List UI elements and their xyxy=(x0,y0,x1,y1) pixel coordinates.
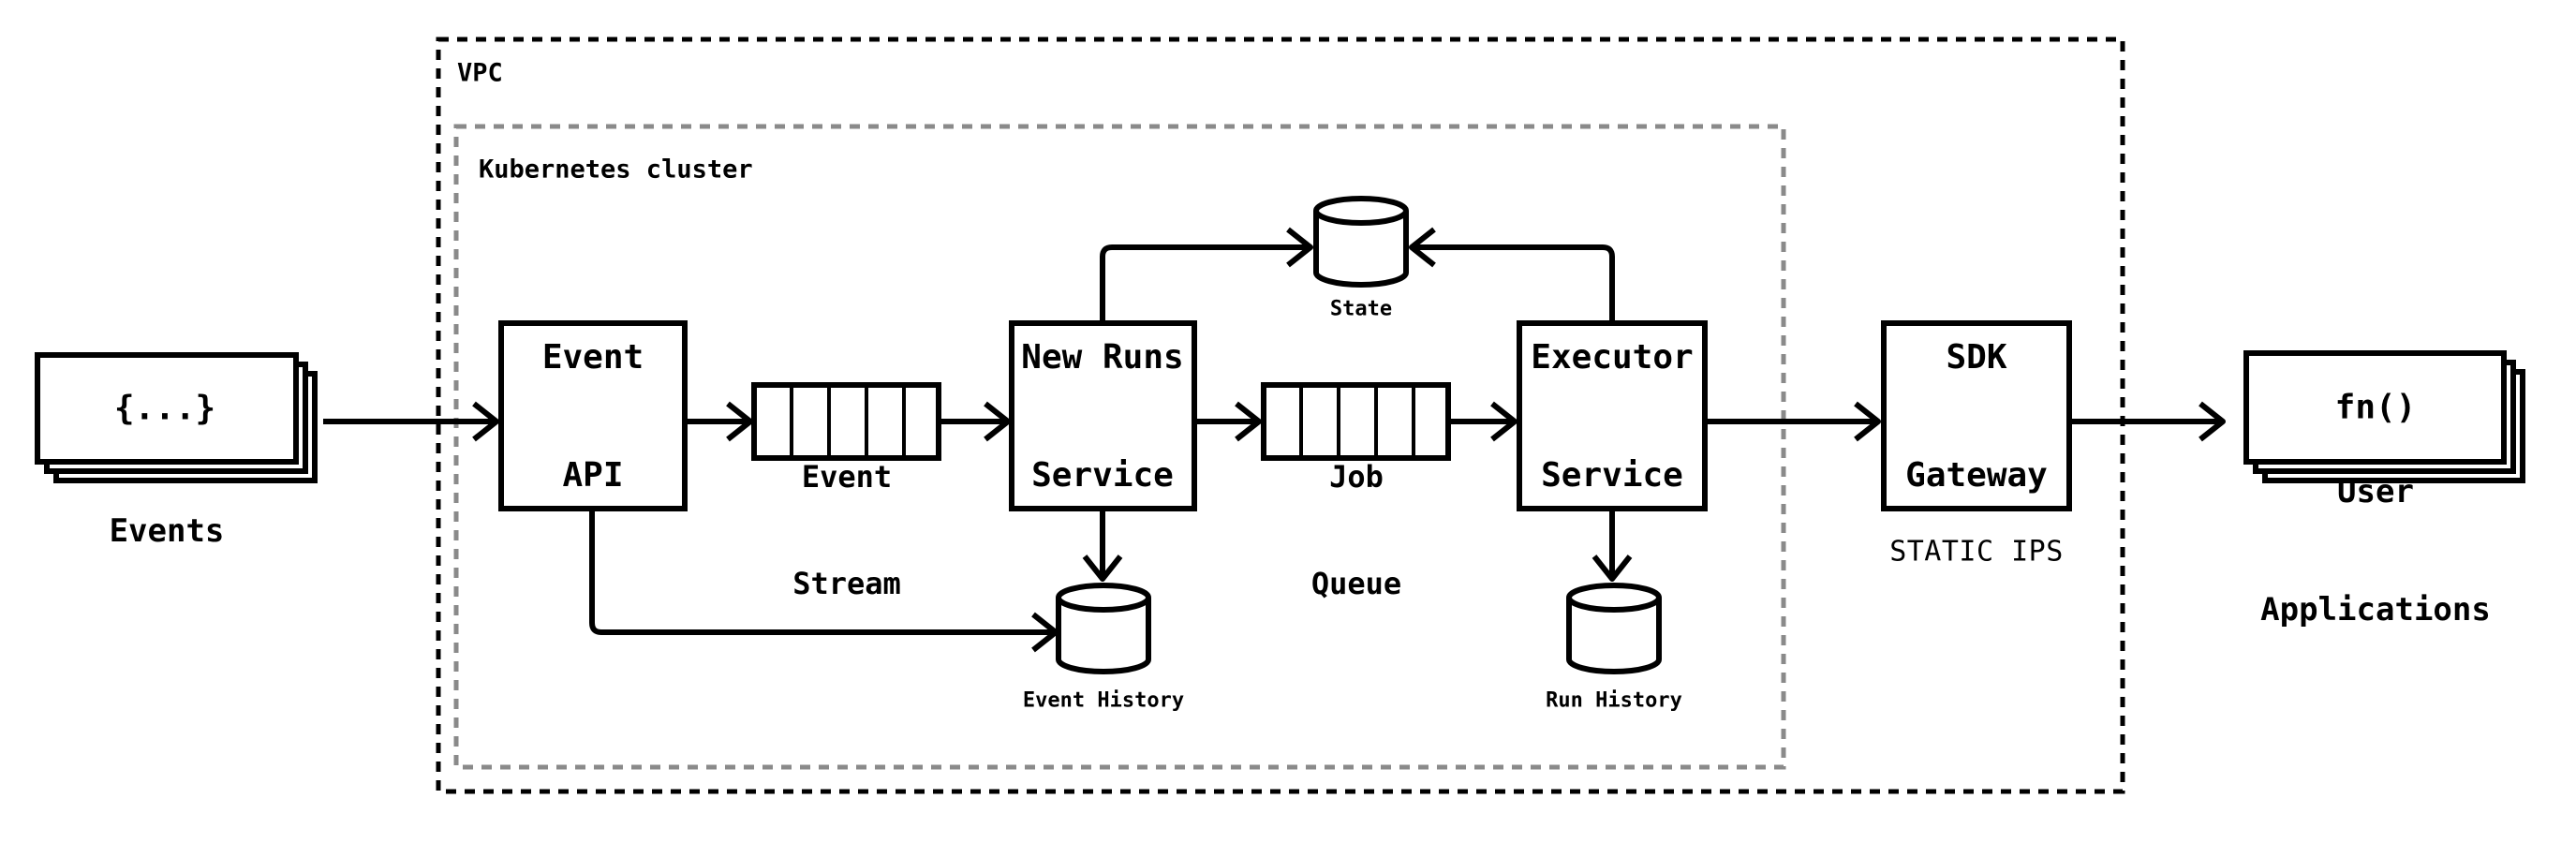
event-api-label-line1: Event xyxy=(541,338,644,377)
sdk-gateway-label-line2: Gateway xyxy=(1905,456,2048,495)
vpc-label: VPC xyxy=(457,58,503,88)
job-queue-label-line1: Job xyxy=(1329,459,1384,495)
edge-new-runs-to-job-queue xyxy=(1194,401,1262,442)
executor-service-label-line1: Executor xyxy=(1531,338,1694,377)
edge-event-api-to-event-stream xyxy=(685,401,753,442)
edge-executor-to-run-history xyxy=(1591,509,1633,582)
event-stream-label-line1: Event xyxy=(801,459,893,495)
executor-service-box xyxy=(1517,320,1708,511)
kubernetes-cluster-label: Kubernetes cluster xyxy=(479,155,753,185)
user-applications-stack-icon xyxy=(2243,350,2525,483)
event-stream-label-line2: Stream xyxy=(792,566,901,601)
new-runs-service-label-line2: Service xyxy=(1031,456,1174,495)
executor-service-label: Executor Service xyxy=(1531,259,1693,574)
event-api-label-line2: API xyxy=(562,456,624,495)
state-database-icon xyxy=(1313,196,1409,288)
events-label: Events xyxy=(109,512,225,550)
new-runs-service-label-line1: New Runs xyxy=(1021,338,1184,377)
user-applications-symbol: fn() xyxy=(2334,388,2417,427)
sdk-gateway-label: SDK Gateway xyxy=(1905,259,2048,574)
events-symbol: {...} xyxy=(113,389,216,428)
event-api-label: Event API xyxy=(542,259,644,574)
static-ips-label: STATIC IPS xyxy=(1889,535,2064,569)
new-runs-service-box xyxy=(1009,320,1197,511)
job-queue-icon xyxy=(1261,382,1451,461)
edge-event-stream-to-new-runs xyxy=(939,401,1011,442)
state-label: State xyxy=(1329,297,1393,321)
edge-new-runs-to-event-history xyxy=(1082,509,1123,582)
event-api-box xyxy=(498,320,688,511)
kubernetes-cluster-boundary xyxy=(453,124,1786,770)
event-stream-label: Event Stream xyxy=(792,388,901,673)
executor-service-label-line2: Service xyxy=(1541,456,1683,495)
user-applications-label: User Applications xyxy=(2260,393,2491,708)
job-queue-label: Job Queue xyxy=(1311,388,1401,673)
connectors xyxy=(323,227,2226,653)
user-applications-label-line1: User xyxy=(2337,473,2414,510)
event-history-label: Event History xyxy=(1022,688,1185,713)
edge-executor-to-sdk-gateway xyxy=(1705,401,1881,442)
events-stack-icon xyxy=(35,352,318,483)
sdk-gateway-label-line1: SDK xyxy=(1946,338,2007,377)
edge-events-to-event-api xyxy=(323,401,499,442)
edge-new-runs-to-state xyxy=(1100,227,1313,323)
job-queue-label-line2: Queue xyxy=(1310,566,1402,601)
user-applications-label-line2: Applications xyxy=(2260,591,2491,629)
vpc-boundary xyxy=(436,37,2125,794)
run-history-label: Run History xyxy=(1546,688,1682,713)
event-stream-queue-icon xyxy=(751,382,941,461)
run-history-database-icon xyxy=(1566,583,1662,674)
edge-executor-to-state xyxy=(1409,227,1615,323)
event-history-database-icon xyxy=(1056,583,1151,674)
edge-sdk-gateway-to-user-applications xyxy=(2069,401,2226,442)
new-runs-service-label: New Runs Service xyxy=(1021,259,1183,574)
edge-job-queue-to-executor xyxy=(1449,401,1517,442)
sdk-gateway-box xyxy=(1881,320,2072,511)
